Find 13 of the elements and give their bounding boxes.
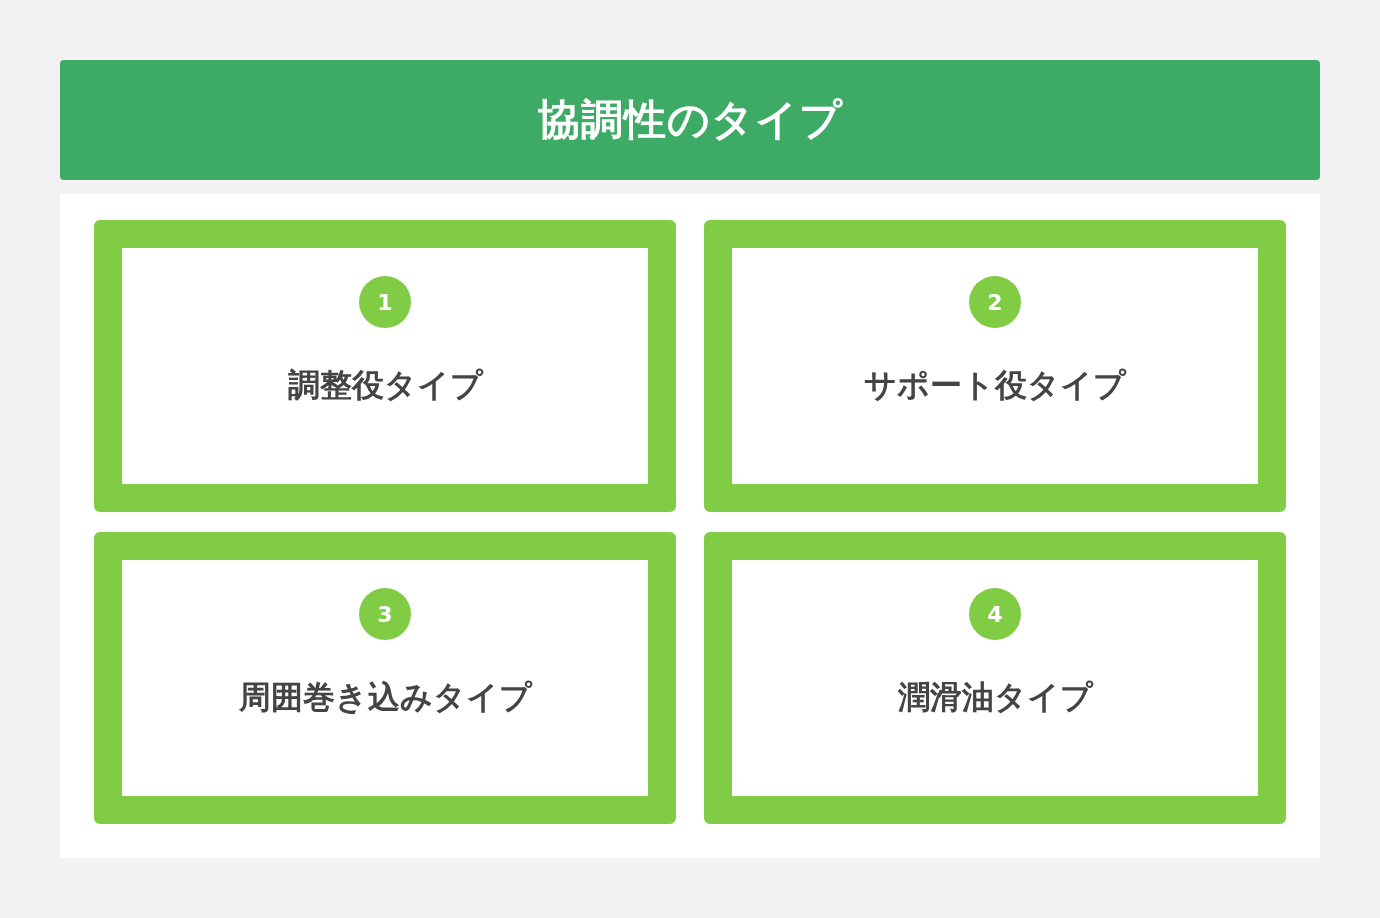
type-card [704,532,1286,824]
title: 協調性のタイプ [537,94,843,146]
type-label: サポート役タイプ [864,366,1126,405]
number-circle: 2 [969,276,1021,328]
type-label: 調整役タイプ [287,366,483,405]
type-card [94,532,676,824]
type-card [704,220,1286,512]
number-circle: 3 [359,588,411,640]
type-label: 周囲巻き込みタイプ [238,678,532,717]
number-circle: 1 [359,276,411,328]
number-circle: 4 [969,588,1021,640]
type-card [94,220,676,512]
type-label: 潤滑油タイプ [897,678,1093,717]
